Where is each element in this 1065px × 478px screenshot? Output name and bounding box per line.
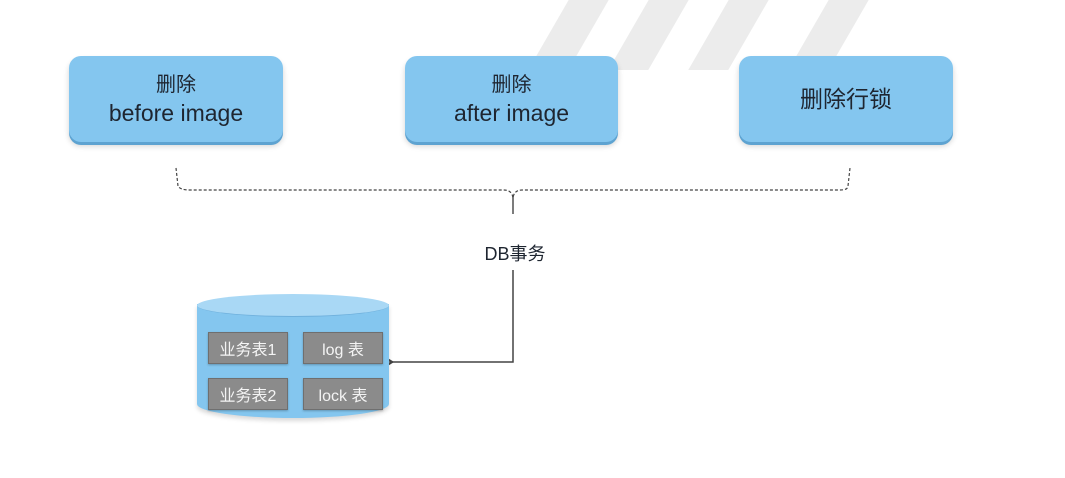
table-business-2: 业务表2 xyxy=(208,378,288,410)
step-delete-before-image: 删除 before image xyxy=(69,56,283,142)
step-delete-after-image: 删除 after image xyxy=(405,56,618,142)
step-subtitle: before image xyxy=(108,100,244,126)
step-subtitle: after image xyxy=(453,100,570,126)
database-cylinder-top xyxy=(197,294,389,317)
table-lock: lock 表 xyxy=(303,378,383,410)
db-arrow xyxy=(379,270,514,371)
table-log: log 表 xyxy=(303,332,383,364)
step-delete-row-lock: 删除行锁 xyxy=(739,56,953,142)
table-business-1: 业务表1 xyxy=(208,332,288,364)
brace-line xyxy=(175,167,851,199)
step-title: 删除行锁 xyxy=(800,86,892,112)
step-title: 删除 xyxy=(156,74,196,96)
transaction-label: DB事务 xyxy=(484,244,546,264)
step-title: 删除 xyxy=(491,74,532,96)
